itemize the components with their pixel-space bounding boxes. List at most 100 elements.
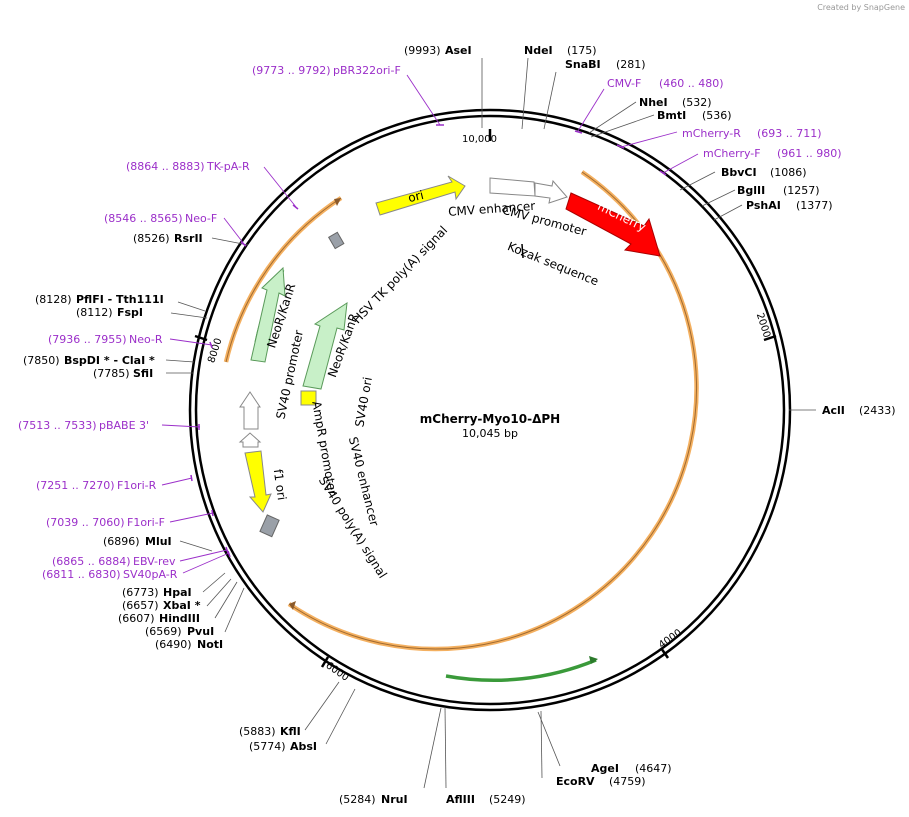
major-ticks bbox=[194, 129, 777, 668]
enzyme-name-agei[interactable]: AgeI bbox=[591, 762, 619, 775]
plasmid-size: 10,045 bp bbox=[462, 427, 518, 440]
tick-label-6000: 6000 bbox=[323, 660, 350, 684]
enzyme-pos-acli: (2433) bbox=[859, 404, 896, 417]
primer-lines bbox=[161, 74, 699, 574]
primer-name-sv40pa-r[interactable]: SV40pA-R bbox=[123, 568, 178, 581]
sv40-ori-label: SV40 ori bbox=[352, 376, 375, 428]
cmv-enhancer-feature: CMV enhancer bbox=[448, 177, 536, 219]
primer-name-neo-f[interactable]: Neo-F bbox=[185, 212, 217, 225]
primer-range-mcherry-f: (961 .. 980) bbox=[777, 147, 842, 160]
enzyme-name-asei[interactable]: AseI bbox=[445, 44, 472, 57]
enzyme-pos-bglii: (1257) bbox=[783, 184, 820, 197]
enzyme-name-nrui[interactable]: NruI bbox=[381, 793, 408, 806]
enzyme-name-acli[interactable]: AclI bbox=[822, 404, 845, 417]
sv40-promoter-feature bbox=[239, 391, 261, 430]
enzyme-pos-pshai: (1377) bbox=[796, 199, 833, 212]
enzyme-name-absi[interactable]: AbsI bbox=[290, 740, 317, 753]
tick-label-8000: 8000 bbox=[206, 337, 224, 365]
primer-range-f1ori-r: (7251 .. 7270) bbox=[36, 479, 115, 492]
orf-left-arrowhead bbox=[334, 198, 341, 206]
enzyme-name-xbai[interactable]: XbaI * bbox=[163, 599, 201, 612]
orf-track-left bbox=[223, 196, 343, 363]
enzyme-name-pflfi-tth111i[interactable]: PflFI - Tth111I bbox=[76, 293, 164, 306]
plasmid-name: mCherry-Myo10-ΔPH bbox=[420, 412, 560, 426]
neor-inner-feature: NeoR/KanR bbox=[302, 301, 361, 390]
enzyme-pos-snabi: (281) bbox=[616, 58, 646, 71]
primer-name-mcherry-r[interactable]: mCherry-R bbox=[682, 127, 741, 140]
enzyme-name-kfli[interactable]: KflI bbox=[280, 725, 301, 738]
primer-name-cmv-f[interactable]: CMV-F bbox=[607, 77, 641, 90]
ori-feature: ori bbox=[375, 175, 466, 216]
primer-name-pbr322ori-f[interactable]: pBR322ori-F bbox=[333, 64, 401, 77]
enzyme-pos-absi: (5774) bbox=[249, 740, 286, 753]
enzyme-name-sfii[interactable]: SfiI bbox=[133, 367, 153, 380]
enzyme-name-bmti[interactable]: BmtI bbox=[657, 109, 686, 122]
kozak-marker bbox=[521, 243, 524, 259]
primer-name-neo-r[interactable]: Neo-R bbox=[129, 333, 163, 346]
enzyme-name-noti[interactable]: NotI bbox=[197, 638, 223, 651]
enzyme-name-bspdi-clai[interactable]: BspDI * - ClaI * bbox=[64, 354, 155, 367]
sv40-polya-label: SV40 poly(A) signal bbox=[316, 474, 390, 581]
enzyme-name-ecorv[interactable]: EcoRV bbox=[556, 775, 595, 788]
enzyme-name-hindiii[interactable]: HindIII bbox=[159, 612, 200, 625]
enzyme-pos-pflfi-tth111i: (8128) bbox=[35, 293, 72, 306]
primer-range-pbabe-3: (7513 .. 7533) bbox=[18, 419, 97, 432]
enzyme-name-pvui[interactable]: PvuI bbox=[187, 625, 214, 638]
enzyme-pos-ecorv: (4759) bbox=[609, 775, 646, 788]
primer-name-f1ori-f[interactable]: F1ori-F bbox=[127, 516, 165, 529]
enzyme-pos-hpai: (6773) bbox=[122, 586, 159, 599]
enzyme-pos-afliii: (5249) bbox=[489, 793, 526, 806]
snapgene-credit: Created by SnapGene bbox=[817, 3, 905, 12]
ori-label: ori bbox=[407, 188, 426, 205]
enzyme-pos-rsrii: (8526) bbox=[133, 232, 170, 245]
enzyme-name-rsrii[interactable]: RsrII bbox=[174, 232, 203, 245]
primer-name-ebv-rev[interactable]: EBV-rev bbox=[133, 555, 176, 568]
enzyme-name-fspi[interactable]: FspI bbox=[117, 306, 143, 319]
enzyme-name-mlui[interactable]: MluI bbox=[145, 535, 172, 548]
cmv-enhancer-label: CMV enhancer bbox=[448, 199, 536, 219]
tick-label-10000: 10,000 bbox=[462, 134, 497, 145]
primer-range-sv40pa-r: (6811 .. 6830) bbox=[42, 568, 121, 581]
enzyme-pos-pvui: (6569) bbox=[145, 625, 182, 638]
enzyme-pos-noti: (6490) bbox=[155, 638, 192, 651]
f1-ori-label: f1 ori bbox=[271, 468, 289, 501]
leader-lines bbox=[165, 57, 816, 789]
enzyme-pos-kfli: (5883) bbox=[239, 725, 276, 738]
primer-name-f1ori-r[interactable]: F1ori-R bbox=[117, 479, 157, 492]
orf-track-bottom-green bbox=[445, 656, 598, 683]
sv40-ori-box bbox=[300, 390, 317, 406]
primer-name-pbabe-3[interactable]: pBABE 3' bbox=[99, 419, 149, 432]
primer-name-tk-pa-r[interactable]: TK-pA-R bbox=[206, 160, 250, 173]
backbone-inner-circle bbox=[194, 114, 786, 706]
enzyme-name-nhei[interactable]: NheI bbox=[639, 96, 668, 109]
enzyme-pos-bbvci: (1086) bbox=[770, 166, 807, 179]
enzyme-name-pshai[interactable]: PshAI bbox=[746, 199, 781, 212]
enzyme-pos-sfii: (7785) bbox=[93, 367, 130, 380]
primer-range-ebv-rev: (6865 .. 6884) bbox=[52, 555, 131, 568]
primer-range-mcherry-r: (693 .. 711) bbox=[757, 127, 822, 140]
ampr-promoter-feature bbox=[238, 432, 262, 448]
primer-range-cmv-f: (460 .. 480) bbox=[659, 77, 724, 90]
enzyme-pos-nrui: (5284) bbox=[339, 793, 376, 806]
enzyme-pos-fspi: (8112) bbox=[76, 306, 113, 319]
orf-track-main bbox=[287, 170, 699, 652]
enzyme-pos-xbai: (6657) bbox=[122, 599, 159, 612]
enzyme-pos-ndei: (175) bbox=[567, 44, 597, 57]
enzyme-pos-bspdi-clai: (7850) bbox=[23, 354, 60, 367]
enzyme-pos-asei: (9993) bbox=[404, 44, 441, 57]
orf-arrowhead bbox=[289, 601, 296, 610]
primer-name-mcherry-f[interactable]: mCherry-F bbox=[703, 147, 761, 160]
enzyme-pos-agei: (4647) bbox=[635, 762, 672, 775]
enzyme-name-afliii[interactable]: AflIII bbox=[446, 793, 475, 806]
hsv-tk-polya-box bbox=[327, 231, 345, 250]
enzyme-name-hpai[interactable]: HpaI bbox=[163, 586, 192, 599]
enzyme-name-bglii[interactable]: BglII bbox=[737, 184, 765, 197]
enzyme-name-ndei[interactable]: NdeI bbox=[524, 44, 553, 57]
enzyme-name-bbvci[interactable]: BbvCI bbox=[721, 166, 757, 179]
enzyme-pos-hindiii: (6607) bbox=[118, 612, 155, 625]
enzyme-name-snabi[interactable]: SnaBI bbox=[565, 58, 601, 71]
primer-ticks bbox=[190, 124, 667, 558]
primer-range-neo-r: (7936 .. 7955) bbox=[48, 333, 127, 346]
primer-range-f1ori-f: (7039 .. 7060) bbox=[46, 516, 125, 529]
